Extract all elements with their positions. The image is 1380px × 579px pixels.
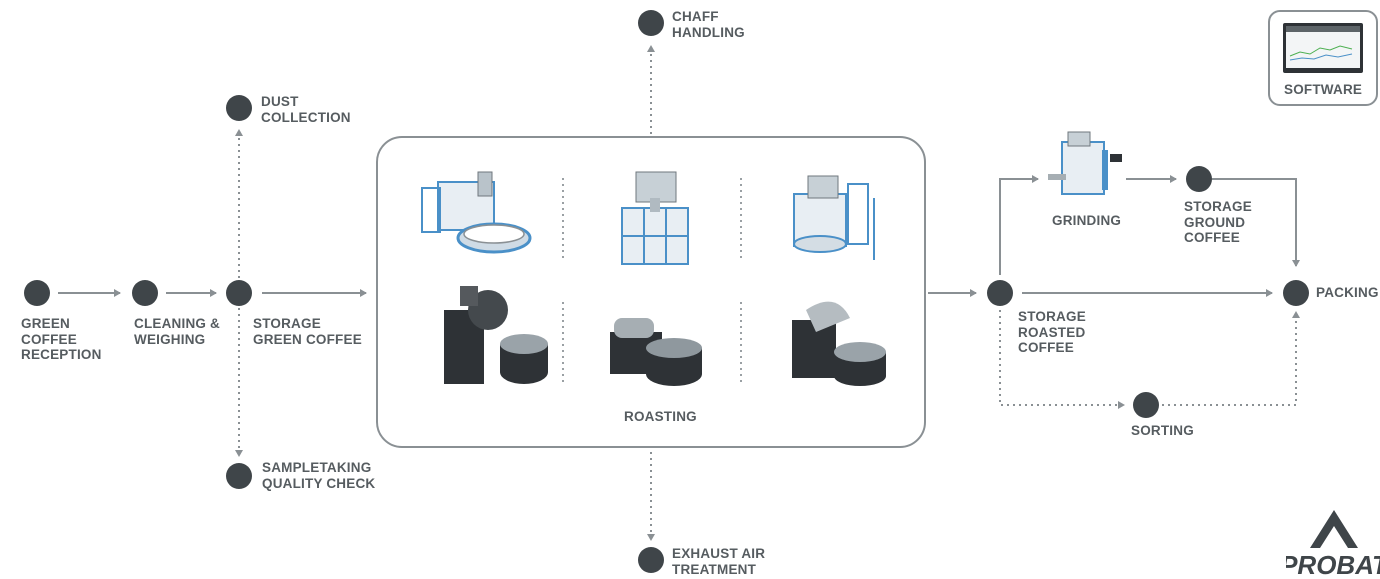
industrial-roaster-3-illustration (793, 175, 875, 260)
label-line: SAMPLETAKING (262, 460, 372, 475)
shop-roaster-2-illustration (610, 318, 702, 386)
label-line: GROUND (1184, 214, 1246, 230)
label-line: CLEANING & (134, 316, 220, 331)
label-storage-green-coffee: STORAGE GREEN COFFEE (253, 316, 362, 347)
label-line: COFFEE (1184, 230, 1240, 245)
label-line: COFFEE (1018, 340, 1074, 355)
node-sorting (1133, 392, 1159, 418)
label-storage-ground-coffee: STORAGE GROUND COFFEE (1184, 199, 1252, 246)
label-line: EXHAUST AIR (672, 546, 766, 561)
label-cleaning-weighing: CLEANING & WEIGHING (134, 316, 220, 347)
probat-logo: PROBAT (1286, 510, 1380, 578)
label-sampletaking: SAMPLETAKING QUALITY CHECK (262, 460, 375, 491)
node-green-coffee-reception (24, 280, 50, 306)
label-sorting: SORTING (1131, 423, 1194, 438)
node-dust-collection (226, 95, 252, 121)
node-storage-green-coffee (226, 280, 252, 306)
industrial-roaster-1-illustration (421, 171, 532, 254)
label-exhaust-air: EXHAUST AIR TREATMENT (672, 546, 765, 577)
logo-text: PROBAT (1286, 550, 1380, 578)
dotted-sorting-to-packing (1162, 311, 1300, 406)
node-sampletaking (226, 463, 252, 489)
label-chaff-handling: CHAFF HANDLING (672, 9, 745, 40)
node-exhaust-air (638, 547, 664, 573)
label-line: HANDLING (672, 24, 745, 40)
label-line: CHAFF (672, 9, 719, 24)
label-line: GREEN (21, 316, 71, 331)
label-green-coffee-reception: GREEN COFFEE RECEPTION (21, 316, 102, 363)
arrow-ground-to-packing (1212, 178, 1300, 267)
shop-roaster-1-illustration (444, 286, 548, 384)
node-chaff-handling (638, 10, 664, 36)
label-line: RECEPTION (21, 347, 102, 362)
shop-roaster-3-illustration (792, 301, 886, 386)
label-line: STORAGE (1184, 199, 1252, 214)
industrial-roaster-2-illustration (621, 171, 689, 265)
software-label: SOFTWARE (1284, 82, 1363, 97)
label-packing: PACKING (1316, 285, 1379, 300)
label-line: COLLECTION (261, 109, 351, 125)
label-roasting: ROASTING (624, 409, 697, 424)
label-line: DUST (261, 94, 299, 109)
grinder-illustration (1048, 131, 1122, 195)
label-line: STORAGE (1018, 309, 1086, 324)
dotted-to-sorting (999, 310, 1125, 409)
label-line: STORAGE (253, 316, 321, 331)
node-storage-roasted-coffee (987, 280, 1013, 306)
label-line: GREEN COFFEE (253, 331, 362, 347)
label-storage-roasted-coffee: STORAGE ROASTED COFFEE (1018, 309, 1086, 356)
label-line: ROASTED (1018, 324, 1086, 340)
node-packing (1283, 280, 1309, 306)
label-line: QUALITY CHECK (262, 475, 376, 491)
label-grinding: GRINDING (1052, 213, 1122, 228)
arrow-to-grinding (999, 175, 1039, 275)
monitor-icon (1283, 23, 1363, 73)
node-storage-ground-coffee (1186, 166, 1212, 192)
node-cleaning-weighing (132, 280, 158, 306)
label-line: TREATMENT (672, 561, 757, 577)
label-line: WEIGHING (134, 331, 206, 347)
roasting-box (376, 136, 926, 448)
label-dust-collection: DUST COLLECTION (261, 94, 351, 125)
label-line: COFFEE (21, 331, 77, 347)
software-card[interactable]: SOFTWARE (1268, 10, 1378, 106)
